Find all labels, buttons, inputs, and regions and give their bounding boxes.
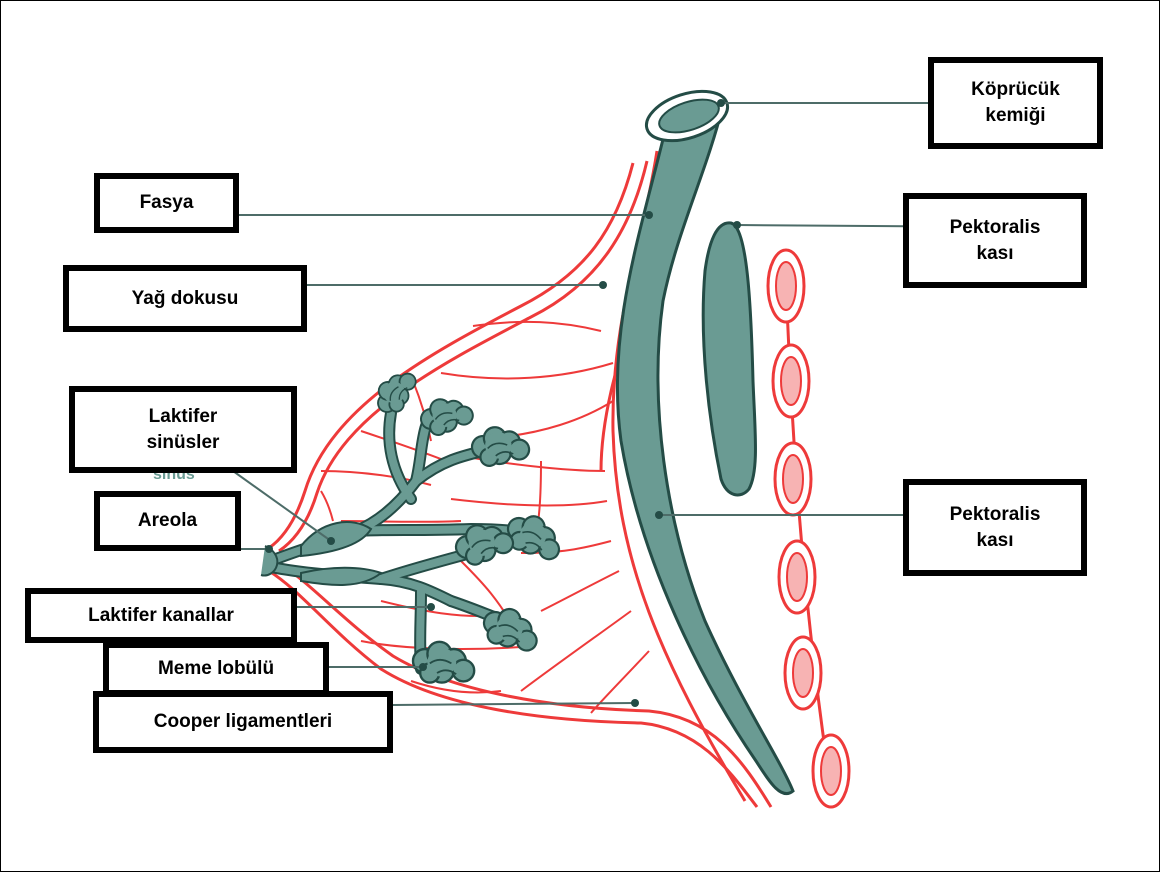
label-kopurcuk-kemigi: Köprücük kemiği [928, 57, 1103, 149]
label-kopurcuk-text: Köprücük kemiği [971, 77, 1060, 128]
label-pektoralis-upper: Pektoralis kası [903, 193, 1087, 288]
label-laktifer-sinusler-text: Laktifer sinüsler [147, 404, 220, 455]
pectoralis-major [617, 105, 793, 794]
label-areola: Areola [94, 491, 241, 551]
clavicle [640, 82, 733, 150]
label-areola-text: Areola [138, 508, 197, 534]
label-pektoralis-upper-text: Pektoralis kası [950, 215, 1041, 266]
label-meme-lobulu: Meme lobülü [103, 642, 329, 696]
label-pektoralis-lower-text: Pektoralis kası [950, 502, 1041, 553]
label-pektoralis-lower: Pektoralis kası [903, 479, 1087, 576]
label-yag-text: Yağ dokusu [132, 286, 239, 312]
label-yag-dokusu: Yağ dokusu [63, 265, 307, 332]
label-laktifer-sinusler: Laktifer sinüsler [69, 386, 297, 473]
label-cooper-ligamentleri: Cooper ligamentleri [93, 691, 393, 753]
label-fasya-text: Fasya [140, 190, 194, 216]
label-fasya: Fasya [94, 173, 239, 233]
label-laktifer-kanallar: Laktifer kanallar [25, 588, 297, 643]
lactiferous-sinuses [301, 522, 381, 585]
label-cooper-text: Cooper ligamentleri [154, 709, 332, 735]
label-laktifer-kanallar-text: Laktifer kanallar [88, 603, 234, 629]
rib-chain [768, 250, 849, 807]
pectoralis-minor [703, 223, 755, 495]
label-meme-lobulu-text: Meme lobülü [158, 656, 274, 682]
